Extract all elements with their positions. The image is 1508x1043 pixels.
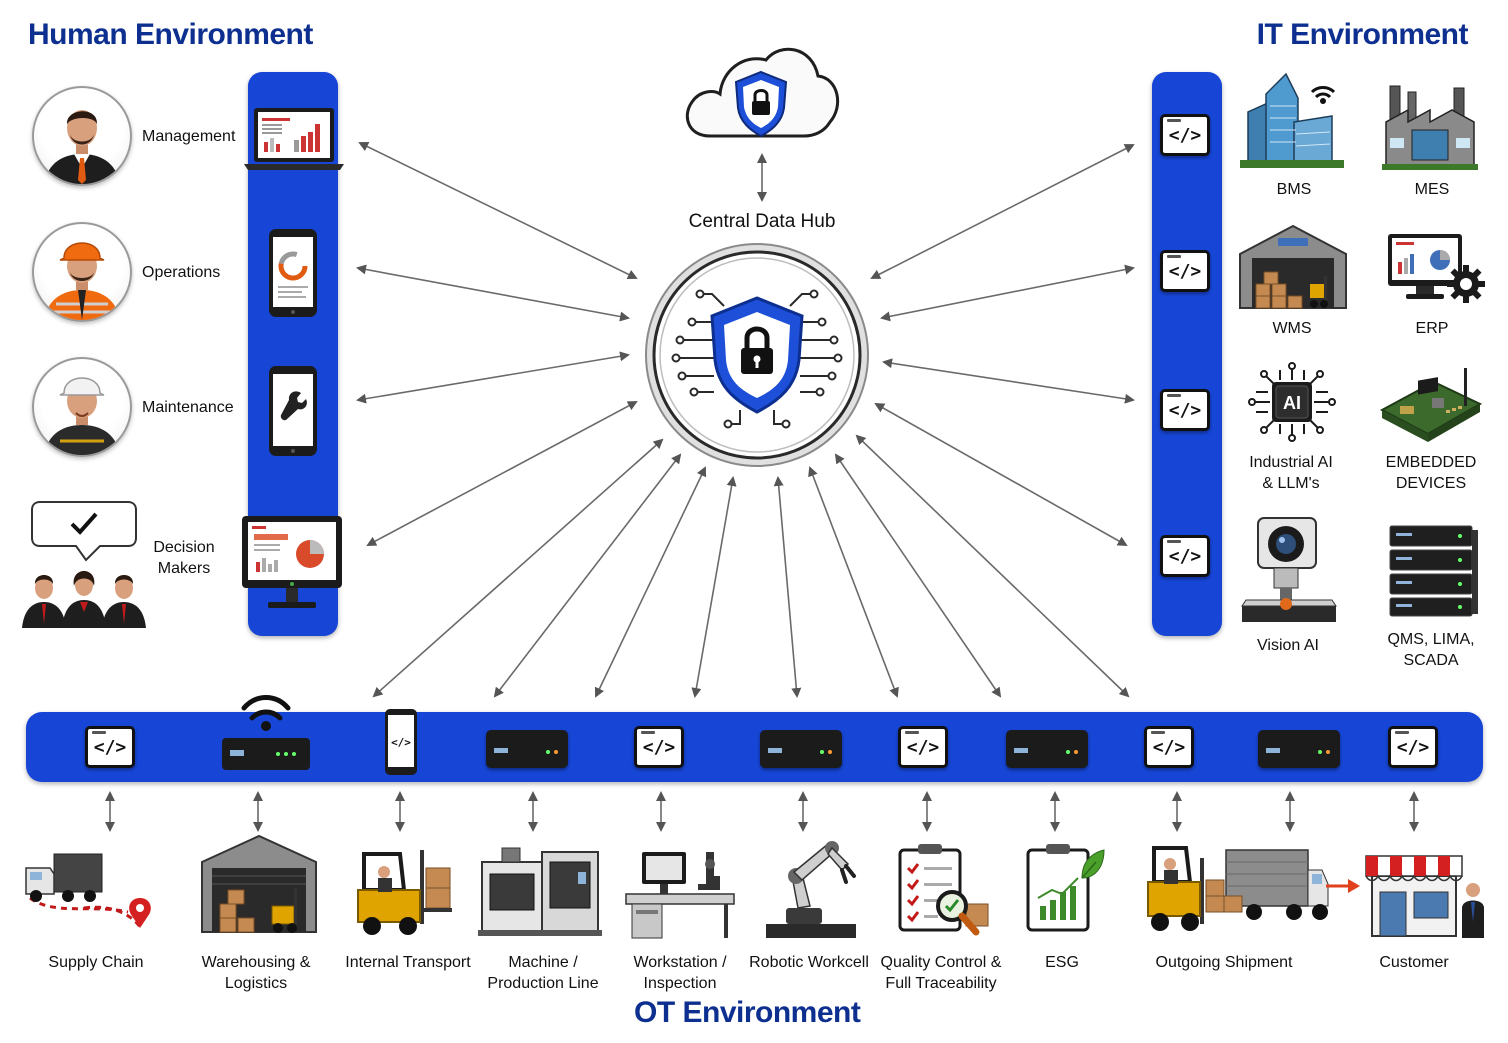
ot-code-box-shipment[interactable]: </> [1144,726,1194,768]
arrow-maintenance-hub [356,351,630,404]
truck-route-icon [25,853,151,931]
svg-text:</>: </> [391,736,411,749]
edge-box-machine[interactable] [486,730,568,768]
hub-label: Central Data Hub [688,211,836,232]
ot-environment-title: OT Environment [634,996,861,1029]
industrial-ai-label: Industrial AI & LLM's [1249,454,1333,492]
erp-label: ERP [1415,320,1449,337]
checklist-magnifier-icon [898,844,989,936]
supply-chain-label: Supply Chain [48,954,144,971]
esg-clipboard-leaf-icon [1026,844,1105,932]
it-code-box-1[interactable]: </> [1160,114,1210,156]
arrow-bms-hub [870,144,1135,279]
person-white-helmet-icon [44,377,120,455]
edge-box-logistics[interactable] [1258,730,1340,768]
edge-box-robotic[interactable] [760,730,842,768]
it-environment-title: IT Environment [1256,18,1469,51]
server-rack-icon [1389,525,1478,617]
esg-label: ESG [1045,954,1079,971]
operations-avatar [32,222,132,322]
laptop-dashboard-icon[interactable] [242,106,346,174]
quality-control-label: Quality Control & Full Traceability [880,954,1002,992]
circuit-board-icon [1379,368,1483,442]
qms-lima-scada-label: QMS, LIMA, SCADA [1387,631,1475,669]
cloud-shield-lock-icon [686,47,840,138]
ot-code-box-quality[interactable]: </> [898,726,948,768]
erp-monitor-gear-icon [1388,234,1485,303]
forklift-icon [357,850,452,935]
decision-makers-label: Decision Makers [153,539,215,577]
factory-icon [1382,85,1478,170]
robotic-workcell-label: Robotic Workcell [749,954,869,971]
maintenance-avatar [32,357,132,457]
vision-ai-label: Vision AI [1257,637,1319,654]
workstation-microscope-icon [625,852,735,939]
ot-code-box-customer[interactable]: </> [1388,726,1438,768]
ot-code-box-workstation[interactable]: </> [634,726,684,768]
storefront-customer-icon [1365,855,1484,938]
person-suit-icon [44,110,120,184]
arrow-ot-4 [691,476,737,698]
svg-text:AI: AI [1283,393,1301,413]
wifi-router-icon[interactable] [218,686,314,776]
arrow-decision-hub [366,401,638,546]
mes-label: MES [1414,181,1450,198]
ot-code-box-supply-chain[interactable]: </> [85,726,135,768]
edge-box-esg[interactable] [1006,730,1088,768]
outgoing-shipment-label: Outgoing Shipment [1155,954,1293,971]
ai-chip-icon: AI [1248,362,1336,442]
wms-label: WMS [1272,320,1312,337]
phone-wrench-icon[interactable] [268,365,318,457]
customer-label: Customer [1379,954,1449,971]
cnc-machine-icon [478,847,602,936]
robot-arm-icon [766,841,856,938]
arrow-ot-8 [855,434,1130,698]
warehouse-forklift-icon [201,834,317,933]
management-label: Management [142,128,236,145]
internal-transport-label: Internal Transport [345,954,471,971]
management-avatar [32,86,132,186]
arrow-operations-hub [356,264,630,322]
arrow-management-hub [358,142,638,279]
it-code-box-2[interactable]: </> [1160,250,1210,292]
it-code-box-4[interactable]: </> [1160,535,1210,577]
arrow-ot-5 [773,476,802,698]
human-environment-title: Human Environment [28,18,313,51]
arrow-ot-7 [834,453,1002,698]
it-code-box-3[interactable]: </> [1160,389,1210,431]
arrow-ot-1 [372,438,664,698]
vision-camera-icon [1241,517,1337,622]
smart-building-icon [1240,72,1344,168]
phone-code-icon[interactable]: </> [384,708,418,776]
operations-label: Operations [142,264,221,281]
monitor-dashboard-icon[interactable] [240,514,344,612]
bms-label: BMS [1276,181,1312,198]
warehouse-icon [1239,224,1347,309]
maintenance-label: Maintenance [142,399,234,416]
arrow-wms-hub [880,264,1135,322]
arrow-ot-6 [808,466,899,698]
decision-makers-group-icon [22,501,146,628]
hub-shield-icon[interactable] [642,240,872,470]
phone-chart-icon[interactable] [268,228,318,318]
arrow-vision-hub [874,403,1128,546]
machine-label: Machine / Production Line [487,954,599,992]
arrow-ai-hub [882,358,1135,404]
workstation-label: Workstation / Inspection [633,954,727,992]
arrow-ot-2 [493,453,682,698]
red-arrow-icon [1326,879,1360,893]
person-hardhat-vest-icon [44,242,120,320]
embedded-devices-label: EMBEDDED DEVICES [1385,454,1477,492]
warehousing-label: Warehousing & Logistics [201,954,311,992]
arrow-ot-3 [594,466,707,698]
forklift-truck-icon [1147,846,1329,931]
